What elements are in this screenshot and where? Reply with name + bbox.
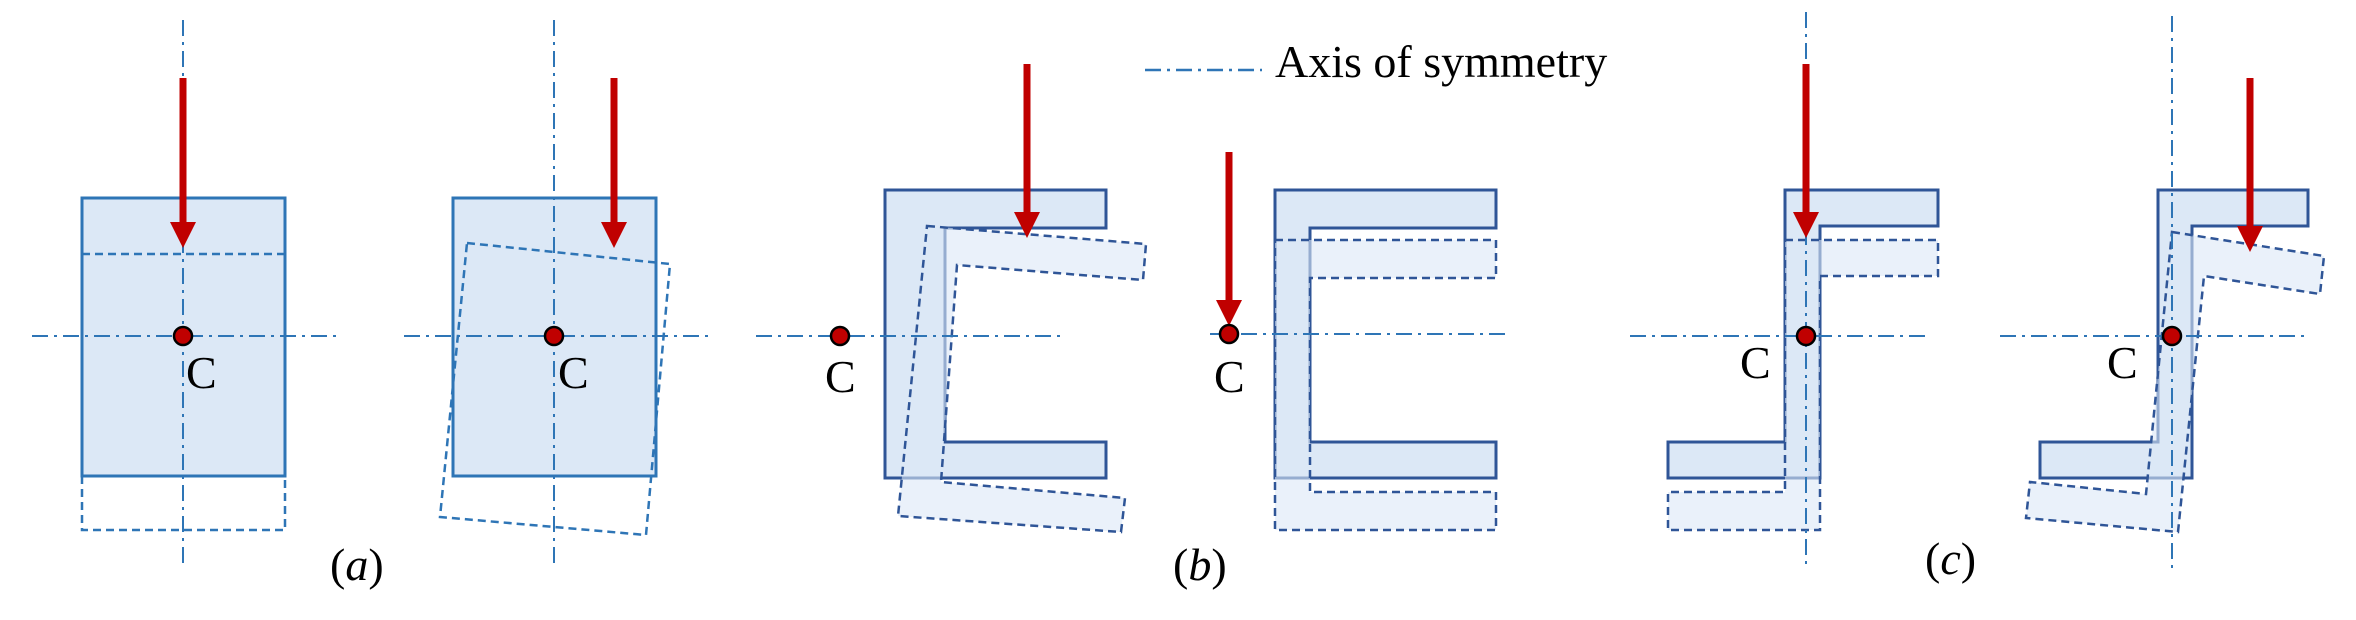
centroid-dot: [829, 325, 851, 347]
panel-c: C C (c): [1630, 12, 2326, 584]
panel-b: C C (b): [756, 64, 1510, 590]
rect-section-translated: C: [32, 20, 338, 565]
centroid-label: C: [186, 347, 217, 398]
load-arrow: [170, 78, 196, 248]
panel-caption-a: (a): [330, 539, 384, 590]
channel-section-translated: C: [1210, 152, 1510, 532]
load-arrow: [1014, 64, 1040, 238]
centroid-label: C: [558, 347, 589, 398]
channel-section-rotated: C: [756, 64, 1148, 534]
section-deformed: [896, 224, 1148, 534]
legend: Axis of symmetry: [1145, 36, 1607, 87]
z-section-translated: C: [1630, 12, 1940, 570]
legend-label: Axis of symmetry: [1275, 36, 1607, 87]
rect-section-rotated: C: [404, 20, 710, 565]
panel-caption-b: (b): [1173, 539, 1227, 590]
z-section-rotated: C: [2000, 16, 2326, 570]
centroid-dot: [1218, 323, 1240, 345]
centroid-label: C: [1214, 351, 1245, 402]
load-arrow: [1793, 64, 1819, 238]
centroid-dot: [1795, 325, 1817, 347]
section-deformed: [1273, 238, 1498, 532]
centroid-dot: [543, 325, 565, 347]
load-arrow: [1216, 152, 1242, 326]
centroid-dot: [172, 325, 194, 347]
section-deformed: [438, 241, 672, 537]
section-deformed: [1666, 238, 1940, 532]
centroid-dot: [2161, 325, 2183, 347]
centroid-label: C: [2107, 337, 2138, 388]
load-arrow: [601, 78, 627, 248]
section-deformed: [2024, 230, 2326, 534]
centroid-label: C: [1740, 337, 1771, 388]
centroid-label: C: [825, 351, 856, 402]
panel-caption-c: (c): [1925, 533, 1976, 584]
section-deformed: [80, 252, 287, 532]
panel-a: C C (a): [32, 20, 710, 590]
load-arrow: [2237, 78, 2263, 252]
